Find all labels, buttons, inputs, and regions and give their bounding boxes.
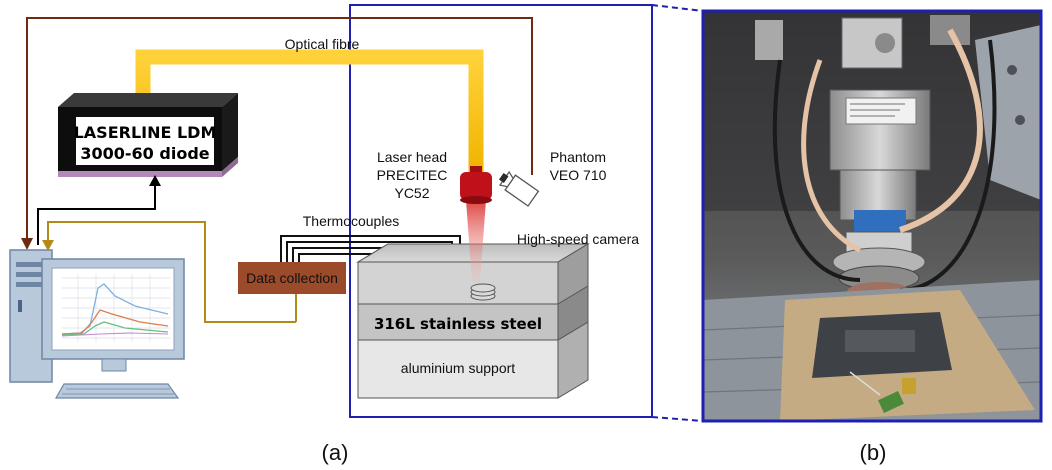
camera-wire-arrow xyxy=(21,238,33,250)
laser-box-line-2: 3000-60 diode xyxy=(80,144,209,163)
zoom-line-top xyxy=(651,4,704,12)
laser-head-label-1: Laser head xyxy=(377,149,447,165)
thermocouples-label: Thermocouples xyxy=(303,213,400,229)
data-wire-arrow xyxy=(42,240,54,251)
laser-source-box: LASERLINE LDM 3000-60 diode xyxy=(58,93,238,177)
computer xyxy=(9,249,185,399)
laser-control-wire xyxy=(37,183,156,245)
camera-label-2: VEO 710 xyxy=(550,167,607,183)
laser-head xyxy=(460,166,492,204)
camera-description: High-speed camera xyxy=(517,231,639,247)
camera-icon xyxy=(498,170,540,207)
data-collection-label: Data collection xyxy=(246,270,338,286)
laser-head-label-2: PRECITEC xyxy=(377,167,448,183)
laser-head-label-3: YC52 xyxy=(394,185,429,201)
camera-control-wire xyxy=(26,17,533,245)
panel-label-b: (b) xyxy=(860,440,887,465)
steel-label: 316L stainless steel xyxy=(374,315,542,333)
optical-fibre-label: Optical fibre xyxy=(285,36,360,52)
laser-beam xyxy=(466,200,486,282)
laser-wire-arrow xyxy=(149,175,161,186)
camera-label-1: Phantom xyxy=(550,149,606,165)
panel-label-a: (a) xyxy=(322,440,349,465)
optical-fibre xyxy=(135,49,484,172)
enclosure-frame xyxy=(349,4,653,418)
zoom-line-bottom xyxy=(651,416,704,422)
data-collection-box xyxy=(238,262,346,294)
setup-photo xyxy=(701,9,1043,423)
support-label: aluminium support xyxy=(401,360,515,376)
data-wire xyxy=(47,221,238,323)
laser-box-line-1: LASERLINE LDM xyxy=(74,123,217,142)
workpiece xyxy=(356,243,590,399)
